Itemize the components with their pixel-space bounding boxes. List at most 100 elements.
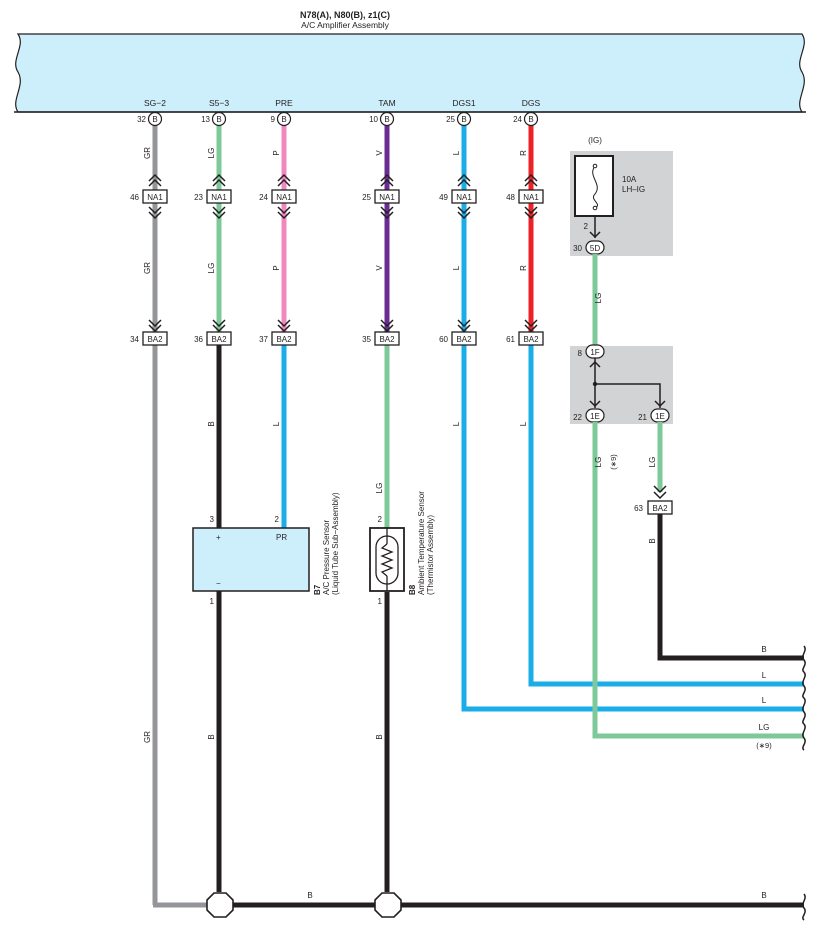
- na1-arrow-lower-icon-3: [380, 206, 394, 220]
- amp-pin-conn-label-5: B: [528, 115, 533, 124]
- signal-sg2: SG−2: [144, 98, 166, 108]
- amp-pin-conn-label-1: B: [216, 115, 221, 124]
- ba2-pin-2: 37: [259, 335, 268, 344]
- wire-color-6-mid: R: [519, 265, 528, 271]
- wire-color-5-upper: L: [452, 150, 461, 155]
- connector-na1-3: [374, 189, 400, 204]
- amp-pin-conn-label-2: B: [281, 115, 286, 124]
- connector-ba2-0: [142, 331, 168, 346]
- connector-na1-2: [271, 189, 297, 204]
- wire-l-dgs: [528, 338, 804, 687]
- amp-pin-conn-label-4: B: [461, 115, 466, 124]
- na1-pin-4: 49: [439, 193, 448, 202]
- ba2-arrow-icon-4: [457, 319, 471, 333]
- ba2-label-3: BA2: [379, 335, 395, 344]
- cut-mark-1: [802, 645, 806, 673]
- ba2-label-2: BA2: [276, 335, 292, 344]
- amp-pin-connector-3: [379, 111, 395, 127]
- amp-pin-connector-5: [523, 111, 539, 127]
- cut-mark-3: [802, 697, 806, 725]
- diagram-title: N78(A), N80(B), z1(C): [300, 10, 390, 20]
- amp-pin-conn-label-0: B: [152, 115, 157, 124]
- b8-pin-bottom: 1: [378, 597, 383, 606]
- wire-color-junction-a: LG: [594, 457, 603, 468]
- amp-pin-number-5: 24: [513, 115, 522, 124]
- wire-b-ba2-63: [657, 514, 804, 661]
- cut-mark-ground: [802, 893, 806, 921]
- b7-plus-terminal: +: [216, 533, 221, 542]
- ba2-63-pin: 63: [634, 504, 643, 513]
- ba2-arrow-icon-0: [148, 319, 162, 333]
- b7-subname: (Liquid Tube Sub−Assembly): [331, 492, 340, 595]
- wire-color-junction-b: LG: [648, 457, 657, 468]
- ground-bus-color-right: B: [761, 891, 766, 900]
- na1-pin-5: 48: [506, 193, 515, 202]
- na1-arrow-icon-1: [212, 173, 226, 187]
- sensor-b7-box: [192, 527, 310, 592]
- fuse-arrow-icon: [589, 231, 601, 239]
- fuse-rating: 10A: [622, 175, 637, 184]
- junction-in-pin: 8: [578, 349, 583, 358]
- connector-ba2-5: [518, 331, 544, 346]
- ba2-label-1: BA2: [211, 335, 227, 344]
- wire-color-b7-ground: B: [207, 734, 216, 739]
- b8-subname: (Thermistor Assembly): [426, 515, 435, 595]
- na1-label-5: NA1: [523, 193, 539, 202]
- connector-ba2-2: [271, 331, 297, 346]
- wire-color-5-mid: L: [452, 265, 461, 270]
- wire-color-gr-lower: GR: [143, 731, 152, 743]
- amp-pin-connector-0: [147, 111, 163, 127]
- svg-text:5D: 5D: [590, 244, 600, 253]
- b8-name: Ambient Temperature Sensor: [417, 491, 426, 595]
- exit-3-color: L: [762, 696, 767, 705]
- amp-pin-number-0: 32: [137, 115, 146, 124]
- na1-label-4: NA1: [456, 193, 472, 202]
- ba2-arrow-icon-1: [212, 319, 226, 333]
- b7-code: B7: [313, 584, 322, 595]
- na1-arrow-icon-2: [277, 173, 291, 187]
- amp-pin-number-2: 9: [271, 115, 276, 124]
- fuse-out-pin: 30: [573, 244, 582, 253]
- signal-dgs1: DGS1: [452, 98, 475, 108]
- b8-pin-top: 2: [378, 515, 383, 524]
- b7-pr-terminal: PR: [276, 533, 287, 542]
- amp-pin-connector-1: [211, 111, 227, 127]
- wire-color-4-mid: V: [375, 265, 384, 271]
- na1-label-2: NA1: [276, 193, 292, 202]
- ba2-pin-5: 61: [506, 335, 515, 344]
- signal-s53: S5−3: [209, 98, 229, 108]
- wire-color-6-upper: R: [519, 150, 528, 156]
- svg-text:1E: 1E: [655, 412, 665, 421]
- junction-out-arrow-b-icon: [654, 400, 666, 408]
- na1-pin-1: 23: [194, 193, 203, 202]
- fuse-name: LH–IG: [622, 185, 645, 194]
- na1-arrow-lower-icon-2: [277, 206, 291, 220]
- na1-arrow-lower-icon-4: [457, 206, 471, 220]
- ba2-arrow-icon-3: [380, 319, 394, 333]
- cut-mark-2: [802, 671, 806, 699]
- b7-pin-plus: 3: [210, 515, 215, 524]
- na1-label-3: NA1: [379, 193, 395, 202]
- na1-arrow-icon-0: [148, 173, 162, 187]
- signal-pre: PRE: [275, 98, 293, 108]
- wire-color-2-lower: B: [207, 421, 216, 426]
- na1-pin-3: 25: [362, 193, 371, 202]
- wire-color-4-lower: LG: [375, 483, 384, 494]
- na1-arrow-icon-3: [380, 173, 394, 187]
- wire-color-3-upper: P: [272, 150, 281, 155]
- amp-pin-connector-4: [456, 111, 472, 127]
- cut-mark-4: [802, 723, 806, 751]
- wire-color-5-lower: L: [452, 421, 461, 426]
- ba2-pin-4: 60: [439, 335, 448, 344]
- b8-code: B8: [408, 584, 417, 595]
- amp-pin-number-1: 13: [201, 115, 210, 124]
- signal-tam: TAM: [378, 98, 395, 108]
- exit-4-note: (∗9): [756, 741, 772, 750]
- na1-arrow-lower-icon-0: [148, 206, 162, 220]
- connector-na1-4: [451, 189, 477, 204]
- na1-arrow-lower-icon-5: [524, 206, 538, 220]
